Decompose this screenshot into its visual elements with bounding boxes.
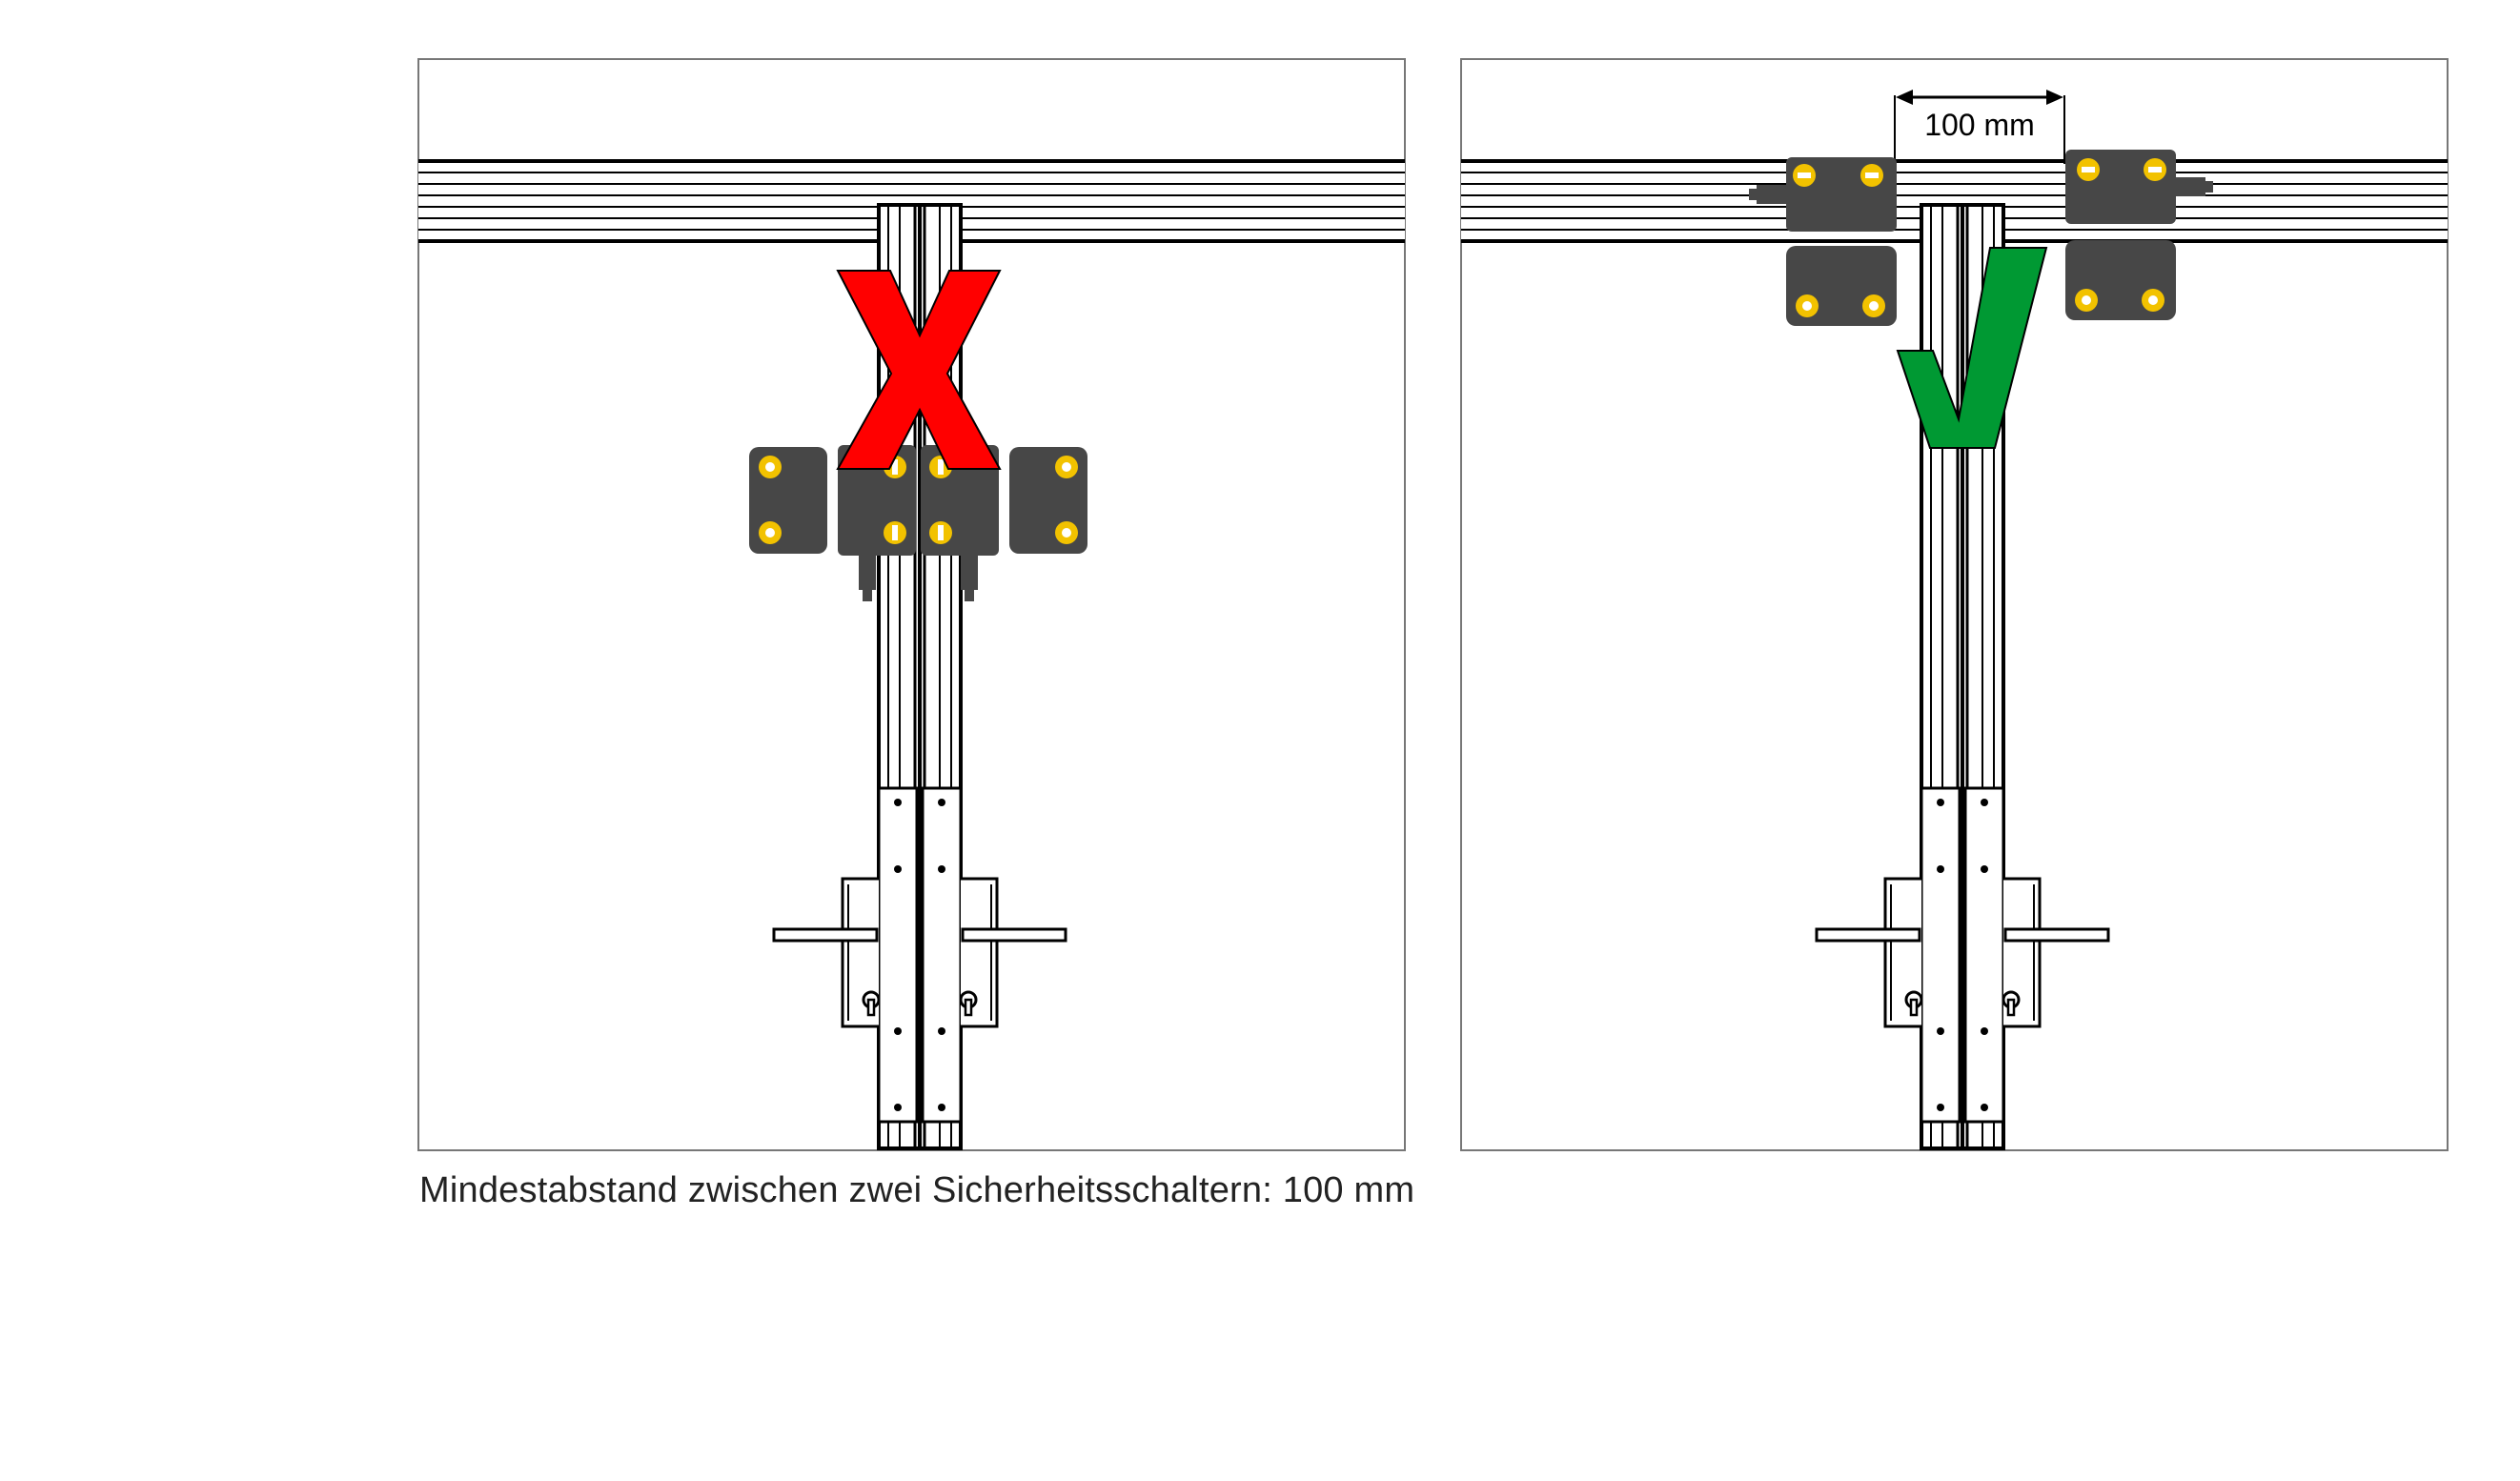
safety-switch-right <box>2065 150 2213 224</box>
correct-mounting-panel <box>1460 58 2449 1151</box>
wrong-mounting-panel <box>417 58 1406 1151</box>
actuator-left <box>749 447 827 554</box>
actuator-right <box>1009 447 1087 554</box>
safety-switch-right <box>921 445 999 601</box>
checkmark-icon <box>1896 247 2048 449</box>
actuator-right <box>2065 240 2176 320</box>
dimension-label: 100 mm <box>1924 108 2035 142</box>
figure-caption: Mindestabstand zwischen zwei Sicherheits… <box>419 1170 1415 1210</box>
distance-dimension <box>1894 90 2065 164</box>
x-mark-icon <box>836 270 1002 470</box>
safety-switch-left <box>838 445 916 601</box>
actuator-left <box>1786 246 1897 326</box>
safety-switch-left <box>1749 157 1897 232</box>
